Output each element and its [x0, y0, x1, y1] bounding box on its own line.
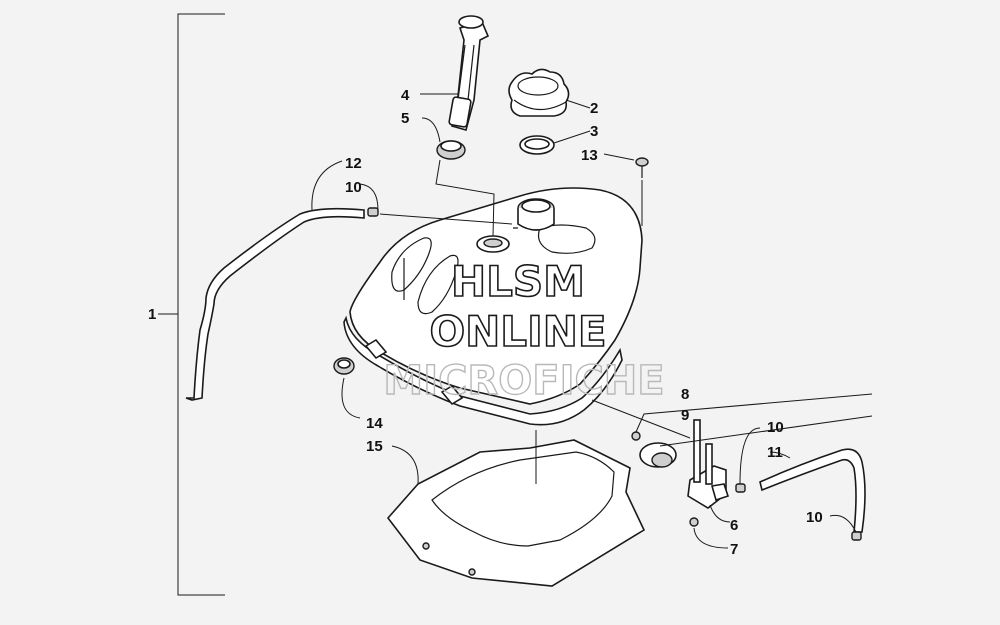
- callout-1: 1: [148, 306, 156, 323]
- valve-screw-part: [631, 431, 641, 441]
- callout-8: 8: [681, 386, 689, 403]
- callout-13: 13: [581, 147, 598, 164]
- gasket-part: [519, 135, 555, 155]
- callout-labels: 1 2 3 4 5 6 7 8 9 10 10 10 11 12 13 14 1…: [148, 87, 823, 558]
- callout-2: 2: [590, 100, 598, 117]
- fuel-hose-part: [735, 448, 866, 541]
- callout-10-top: 10: [345, 179, 362, 196]
- valve-gasket-part: [639, 442, 677, 468]
- heat-shield-part: [386, 439, 646, 587]
- watermark-line-3: MICROFICHE: [383, 358, 664, 404]
- fuel-tank-body: [343, 187, 643, 426]
- watermark: HLSM ONLINE MICROFICHE: [383, 256, 666, 405]
- gas-cap-part: [508, 68, 570, 117]
- callout-4: 4: [401, 87, 410, 104]
- grommet-14-part: [333, 357, 355, 375]
- watermark-line-1: HLSM: [451, 257, 585, 306]
- callout-10-bottom: 10: [806, 509, 823, 526]
- fuel-valve-part: [687, 419, 730, 527]
- callout-15: 15: [366, 438, 383, 455]
- callout-11: 11: [767, 444, 783, 461]
- callout-3: 3: [590, 123, 598, 140]
- leader-lines: [311, 93, 873, 549]
- fuel-gauge-part: [448, 15, 490, 131]
- callout-10-right: 10: [767, 419, 784, 436]
- callout-7: 7: [730, 541, 738, 558]
- callout-12: 12: [345, 155, 362, 172]
- callout-9: 9: [681, 407, 689, 424]
- watermark-line-2: ONLINE: [429, 307, 606, 356]
- screw-part: [635, 157, 649, 178]
- callout-14: 14: [366, 415, 383, 432]
- callout-6: 6: [730, 517, 738, 534]
- vent-hose-part: [185, 207, 379, 401]
- grommet-part: [436, 140, 466, 160]
- callout-5: 5: [401, 110, 409, 127]
- assembly-bracket: [158, 13, 225, 596]
